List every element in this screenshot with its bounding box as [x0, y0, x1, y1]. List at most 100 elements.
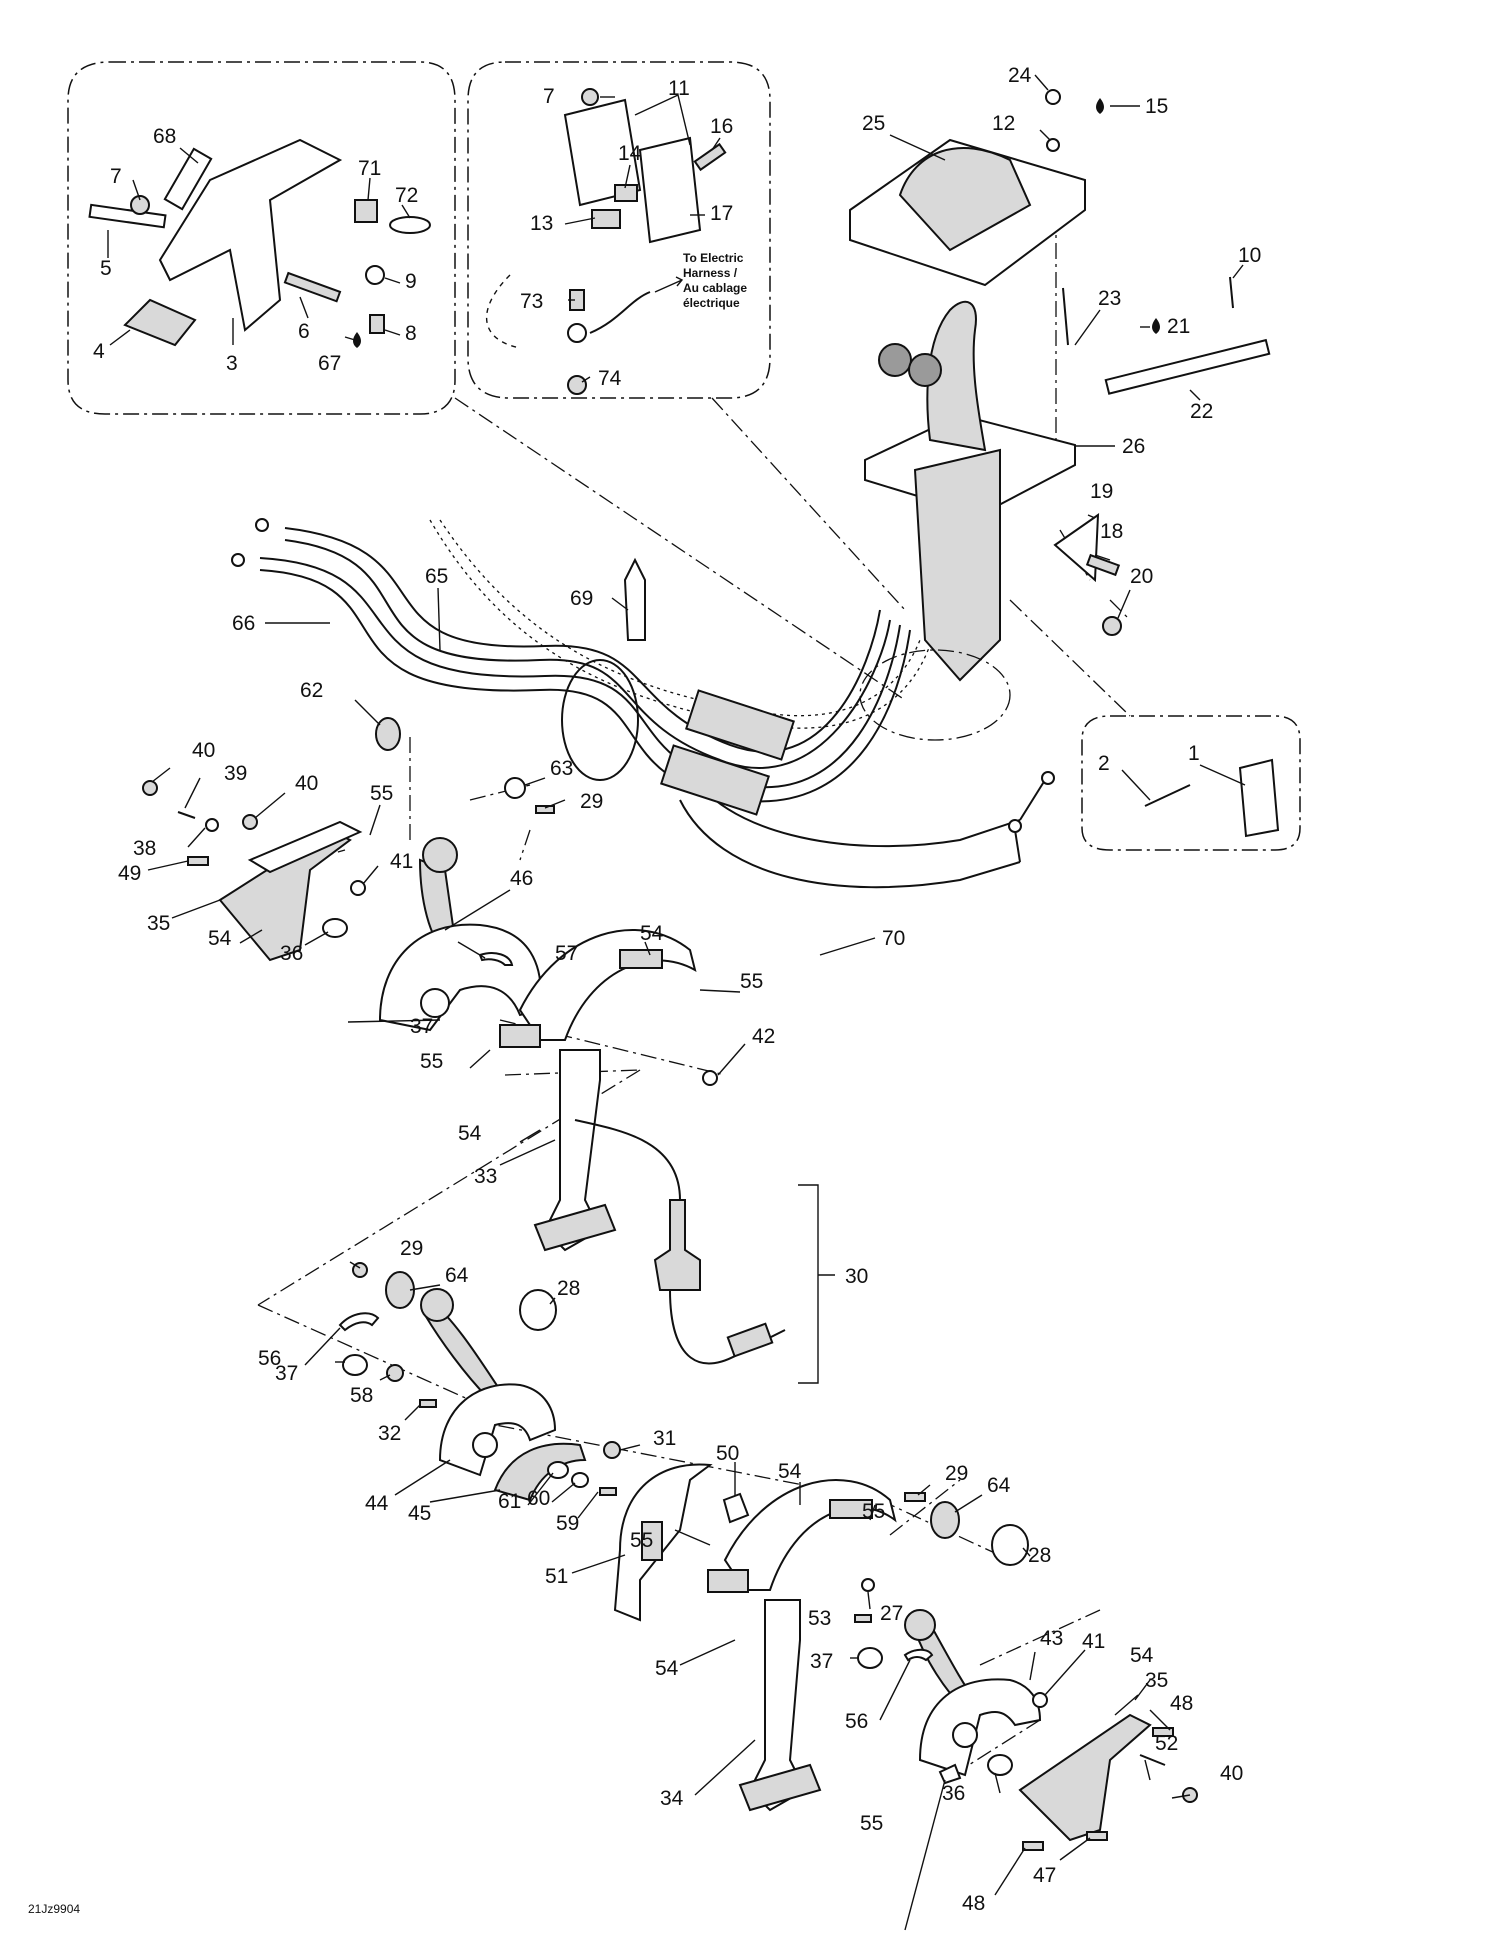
lubricant-drop-21 — [1152, 318, 1160, 334]
housing-33-top — [518, 929, 697, 1041]
leader — [577, 1491, 599, 1519]
leader — [1117, 589, 1131, 619]
leader — [344, 336, 356, 341]
pin-10 — [1229, 276, 1234, 309]
leader — [151, 767, 171, 783]
leader — [699, 989, 741, 993]
leader — [409, 1284, 441, 1291]
ball-38 — [205, 818, 219, 832]
leader — [349, 1261, 361, 1269]
link-5 — [88, 203, 167, 229]
leader — [444, 889, 511, 931]
detail-group — [1144, 758, 1280, 838]
leader — [1199, 764, 1246, 786]
leader — [619, 1444, 641, 1451]
callout-27: 27 — [880, 1602, 903, 1625]
callout-20: 20 — [1130, 565, 1153, 588]
leader — [367, 177, 371, 201]
leader — [611, 597, 629, 611]
callout-40a: 40 — [192, 739, 215, 762]
cable-66-outer — [259, 557, 901, 789]
nut-7b — [581, 88, 599, 106]
cap-28b — [991, 1524, 1029, 1566]
connection-line — [257, 1069, 641, 1306]
leader — [1074, 309, 1101, 346]
screw-24 — [1045, 89, 1061, 105]
leader — [147, 860, 189, 871]
leader — [1171, 1794, 1191, 1799]
callout-62: 62 — [300, 679, 323, 702]
housing-33-base — [533, 1203, 617, 1252]
tie-69 — [623, 557, 646, 641]
callout-29c: 29 — [945, 1462, 968, 1485]
callout-30: 30 — [845, 1265, 868, 1288]
callout-53: 53 — [808, 1607, 831, 1630]
group-box-switch — [467, 61, 771, 399]
housing-34-base — [738, 1763, 822, 1812]
sector-43 — [918, 1678, 1042, 1777]
callout-54e: 54 — [655, 1657, 679, 1680]
lever-pivot-zone — [859, 649, 1011, 741]
top-cover-25-dome — [898, 146, 1032, 252]
bracket-1 — [1238, 758, 1280, 838]
clip-71 — [354, 199, 378, 223]
seal-62 — [375, 717, 401, 751]
leader — [674, 1529, 711, 1546]
callout-54f: 54 — [1130, 1644, 1154, 1667]
screw-53 — [854, 1614, 872, 1623]
washer-terminal — [567, 323, 587, 343]
leader — [404, 1404, 421, 1421]
screw-29a — [535, 805, 555, 814]
callout-36b: 36 — [942, 1782, 965, 1805]
callout-32: 32 — [378, 1422, 401, 1445]
leader — [954, 1494, 983, 1513]
leader — [544, 799, 566, 809]
connection-line — [519, 829, 531, 861]
callout-25: 25 — [862, 112, 885, 135]
leader — [1034, 74, 1049, 91]
callout-40c: 40 — [1220, 1762, 1243, 1785]
leader — [457, 941, 486, 959]
callout-74: 74 — [598, 367, 622, 390]
bar-22 — [1104, 338, 1271, 395]
leader — [1149, 1709, 1171, 1731]
leader — [384, 329, 401, 336]
callout-34: 34 — [660, 1787, 684, 1810]
cover-51-slot — [641, 1521, 663, 1561]
housing-34-bracket — [707, 1569, 749, 1593]
leader — [379, 1374, 391, 1381]
callout-16: 16 — [710, 115, 733, 138]
harness-annotation: To Electric Harness / Au cablage électri… — [654, 251, 747, 310]
leader — [564, 217, 596, 225]
cable-sleeve — [660, 744, 770, 816]
washer-12 — [1046, 138, 1060, 152]
switch-group — [485, 88, 727, 395]
leader — [401, 204, 411, 219]
sector-hub-46 — [420, 988, 450, 1018]
callout-57: 57 — [555, 942, 578, 965]
callout-6: 6 — [298, 320, 310, 343]
plug-41b — [1032, 1692, 1048, 1708]
leader — [299, 296, 309, 319]
bushing-37b — [342, 1354, 368, 1376]
callout-66: 66 — [232, 612, 255, 635]
plug-41 — [350, 880, 366, 896]
clip-56b — [903, 1648, 934, 1662]
switch-13 — [591, 209, 621, 229]
callout-42: 42 — [752, 1025, 775, 1048]
cable-66 — [259, 569, 911, 803]
channel-68 — [163, 147, 213, 211]
callout-51: 51 — [545, 1565, 568, 1588]
callout-11: 11 — [668, 77, 690, 100]
bushing-36b — [987, 1754, 1013, 1776]
callout-56b: 56 — [845, 1710, 868, 1733]
callout-14: 14 — [618, 142, 642, 165]
cable-sleeve — [685, 689, 795, 761]
lubricant-drop-15 — [1096, 98, 1104, 114]
nut-74 — [567, 375, 587, 395]
leader — [527, 1472, 554, 1506]
callout-71: 71 — [358, 157, 381, 180]
leader — [679, 1639, 736, 1666]
leader — [369, 804, 381, 836]
callout-26: 26 — [1122, 435, 1145, 458]
